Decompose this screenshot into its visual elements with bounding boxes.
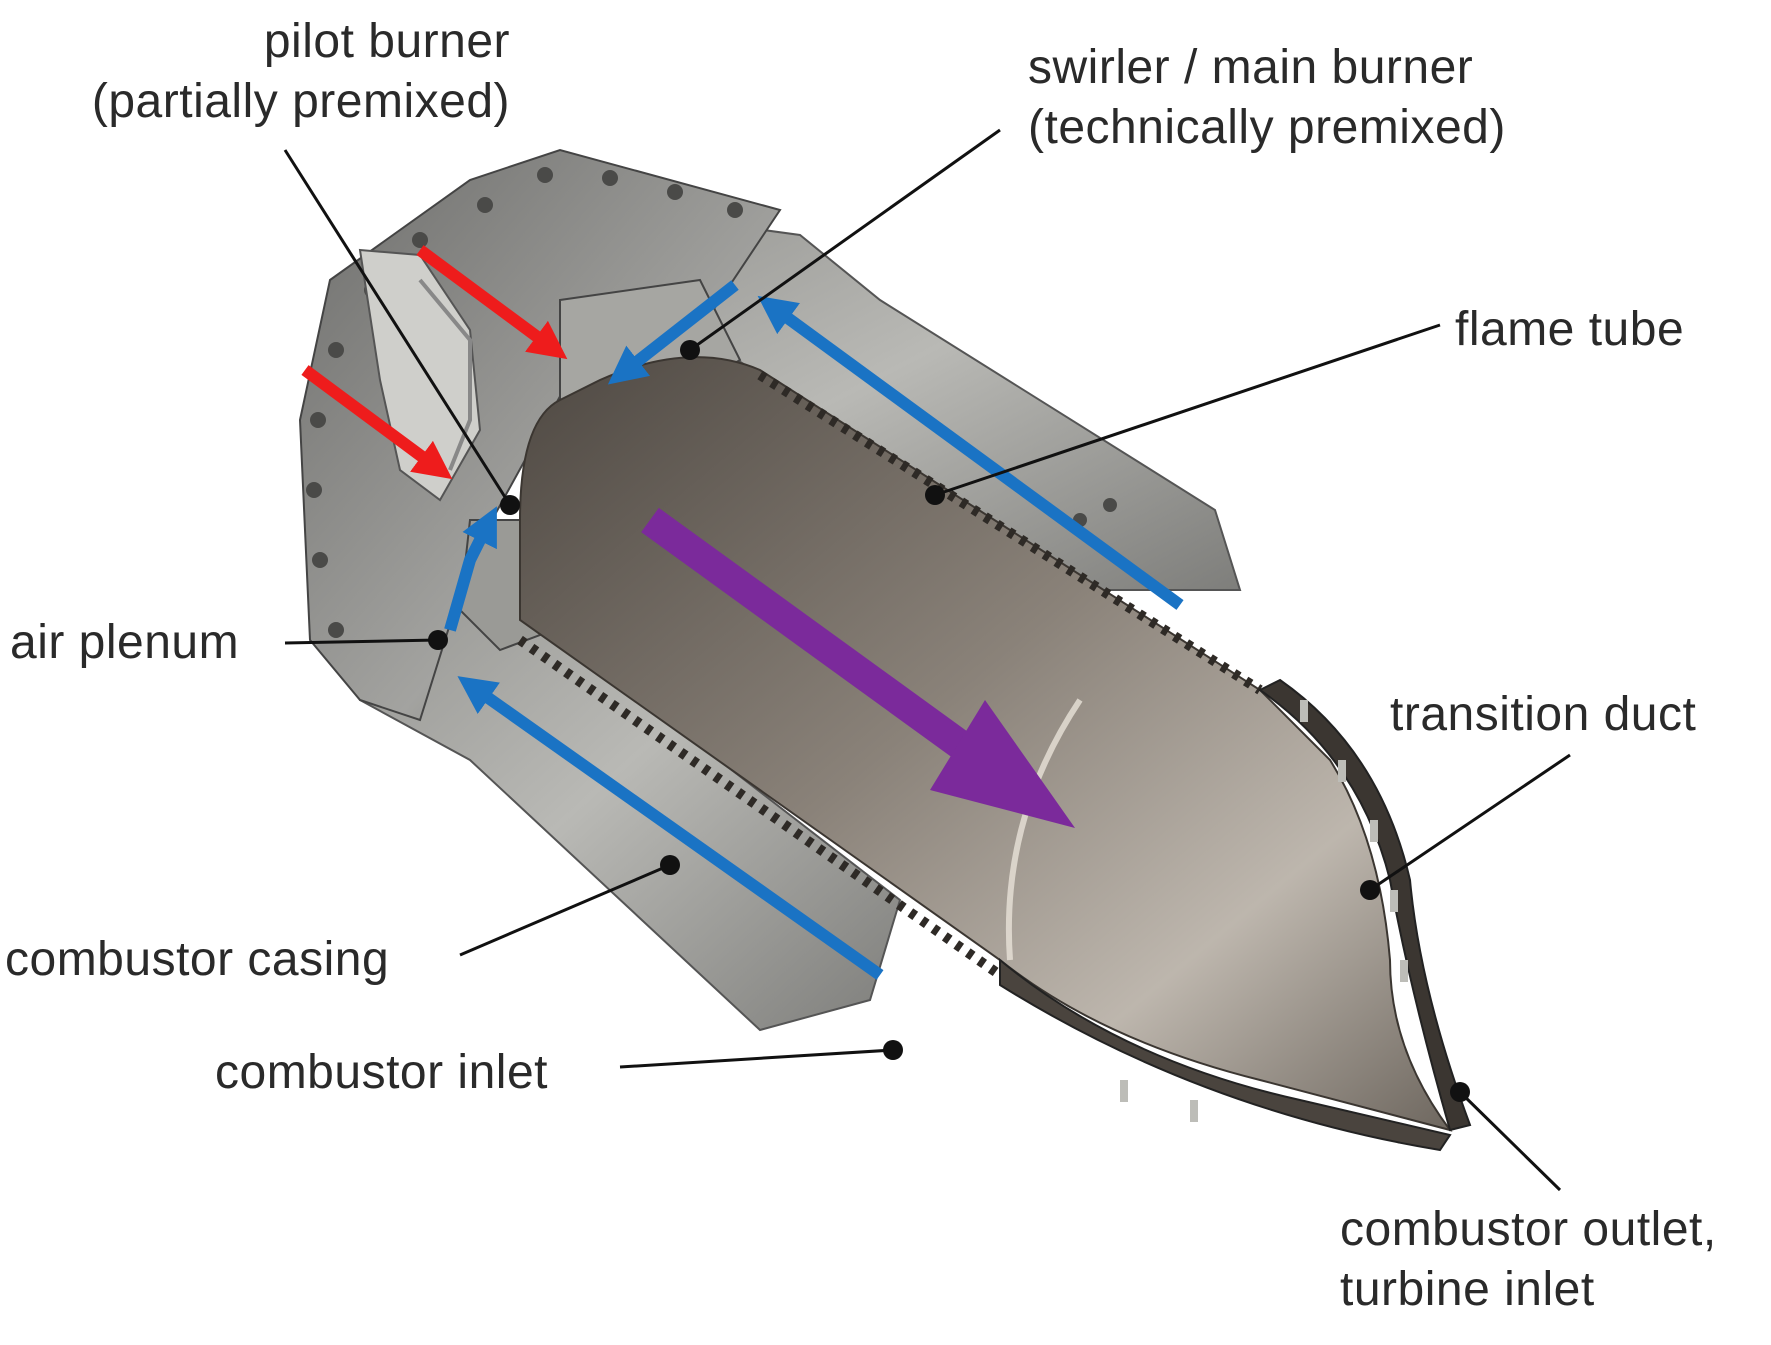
label-swirler: swirler / main burner (technically premi…: [1028, 38, 1506, 158]
fuel-arrows: [301, 245, 568, 480]
leader-transition-duct: [1369, 753, 1571, 892]
label-air-plenum: air plenum: [10, 613, 239, 673]
label-pilot-burner-line2: (partially premixed): [91, 75, 510, 128]
fuel-arrow-upper: [416, 245, 568, 360]
label-combustor-inlet-text: combustor inlet: [215, 1046, 548, 1099]
hot-gas-arrow: [641, 507, 1075, 828]
transition-duct-wall: [999, 678, 1472, 1152]
air-arrow-swirler: [607, 280, 739, 385]
label-pilot-burner: pilot burner (partially premixed): [30, 12, 510, 132]
label-swirler-line1: swirler / main burner: [1028, 41, 1474, 94]
air-arrows: [444, 280, 1184, 980]
air-arrow-annulus-lower: [457, 676, 884, 980]
leader-combustor-casing: [459, 863, 671, 957]
leader-combustor-outlet: [1458, 1090, 1562, 1192]
label-combustor-casing: combustor casing: [5, 930, 389, 990]
leader-lines: [283, 128, 1571, 1192]
label-flame-tube: flame tube: [1455, 300, 1684, 360]
label-transition-duct: transition duct: [1390, 685, 1696, 745]
leader-air-plenum: [284, 638, 439, 645]
fuel-arrow-lower: [301, 365, 453, 480]
leader-flame-tube: [934, 323, 1441, 497]
leader-combustor-inlet: [619, 1048, 894, 1069]
leader-pilot-burner: [283, 149, 512, 506]
label-air-plenum-text: air plenum: [10, 616, 240, 669]
label-combustor-outlet-line1: combustor outlet,: [1340, 1203, 1717, 1256]
pilot-lance: [358, 248, 482, 502]
label-combustor-outlet-line2: turbine inlet: [1340, 1263, 1595, 1316]
label-combustor-inlet: combustor inlet: [215, 1043, 548, 1103]
air-arrow-annulus-upper: [757, 295, 1184, 610]
leader-swirler: [689, 128, 1001, 352]
label-combustor-casing-text: combustor casing: [5, 933, 390, 986]
leader-dots: [428, 340, 1470, 1102]
air-arrow-plenum: [444, 506, 497, 632]
label-flame-tube-text: flame tube: [1455, 303, 1685, 356]
label-transition-duct-text: transition duct: [1390, 688, 1697, 741]
label-combustor-outlet: combustor outlet, turbine inlet: [1340, 1200, 1717, 1320]
label-pilot-burner-line1: pilot burner: [263, 15, 510, 68]
label-swirler-line2: (technically premixed): [1028, 101, 1506, 154]
